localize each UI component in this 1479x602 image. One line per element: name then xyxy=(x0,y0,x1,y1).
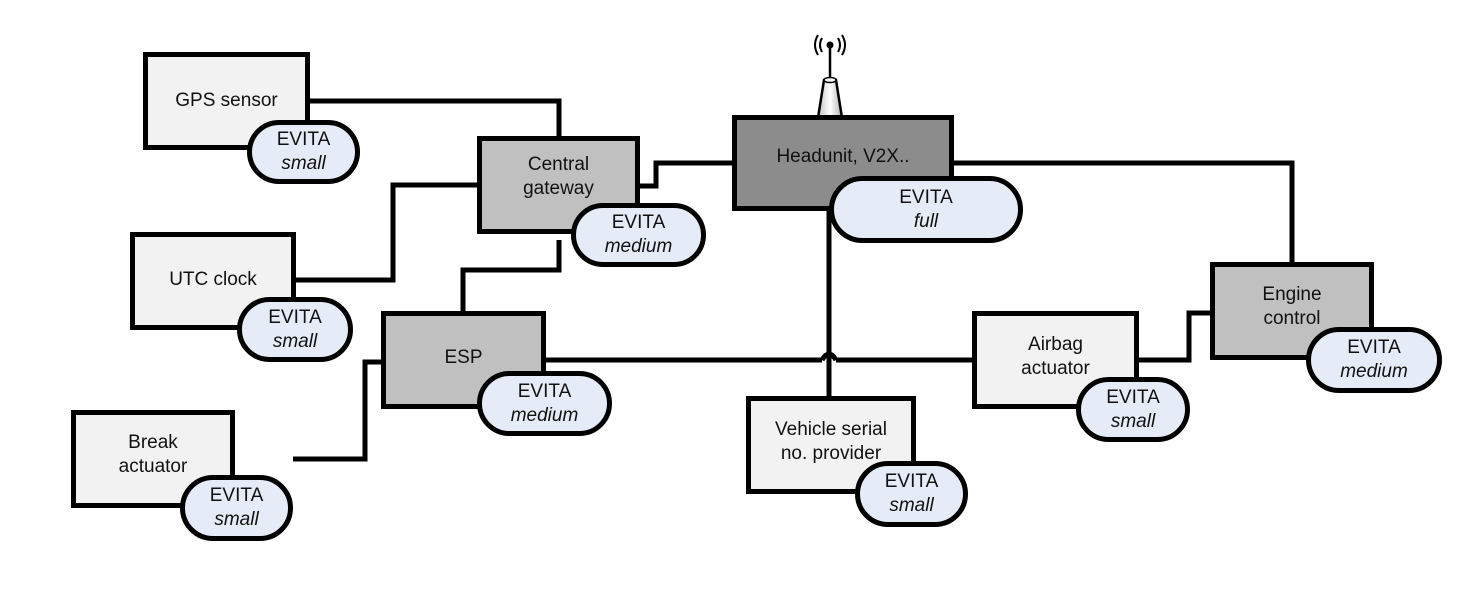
node-label: Vehicle serial no. provider xyxy=(775,419,887,464)
badge-level: medium xyxy=(1340,361,1408,382)
node-label: GPS sensor xyxy=(175,90,278,111)
node-label: Central gateway xyxy=(523,154,594,199)
node-label: Airbag actuator xyxy=(1021,334,1090,379)
badge-level: small xyxy=(214,509,259,530)
edge-utc-gateway xyxy=(292,182,480,283)
badge-level: medium xyxy=(604,236,673,257)
badge-level: small xyxy=(272,330,318,352)
evita-badge-break: EVITA small xyxy=(180,475,293,541)
node-label: ESP xyxy=(444,347,483,368)
badge-title: EVITA xyxy=(1347,337,1401,358)
node-utc-clock[interactable]: UTC clock xyxy=(130,232,296,330)
badge-level: small xyxy=(281,153,326,174)
edge-airbag-engine xyxy=(1136,310,1213,363)
badge-title: EVITA xyxy=(899,186,953,208)
evita-badge-headunit: EVITA full xyxy=(829,176,1023,243)
node-label: Break actuator xyxy=(118,432,188,477)
edge-headunit-engine xyxy=(951,160,1295,265)
node-label: UTC clock xyxy=(169,269,257,290)
evita-badge-vsn: EVITA small xyxy=(855,461,968,527)
evita-badge-esp: EVITA medium xyxy=(477,371,612,436)
badge-title: EVITA xyxy=(276,129,331,150)
evita-badge-gateway: EVITA medium xyxy=(571,203,706,267)
node-headunit[interactable]: Headunit, V2X.. xyxy=(732,115,954,211)
badge-title: EVITA xyxy=(517,380,572,402)
badge-level: small xyxy=(889,495,934,516)
node-label: Headunit, V2X.. xyxy=(776,146,910,167)
badge-title: EVITA xyxy=(209,485,264,506)
badge-title: EVITA xyxy=(611,212,666,233)
badge-title: EVITA xyxy=(268,306,322,328)
line-hop xyxy=(819,351,839,362)
evita-badge-utc: EVITA small xyxy=(237,297,353,362)
edge-gateway-headunit xyxy=(636,160,735,189)
evita-badge-engine: EVITA medium xyxy=(1306,327,1442,393)
badge-title: EVITA xyxy=(884,471,939,492)
badge-title: EVITA xyxy=(1106,386,1160,408)
edge-gateway-esp xyxy=(460,240,562,314)
edge-break-esp xyxy=(293,359,384,462)
node-label: Engine control xyxy=(1262,284,1322,329)
badge-level: small xyxy=(1110,410,1156,432)
edge-gps-gateway xyxy=(305,98,562,140)
badge-level: medium xyxy=(510,404,579,426)
badge-level: full xyxy=(913,210,939,232)
evita-badge-gps: EVITA small xyxy=(247,120,360,184)
evita-badge-airbag: EVITA small xyxy=(1076,377,1190,442)
